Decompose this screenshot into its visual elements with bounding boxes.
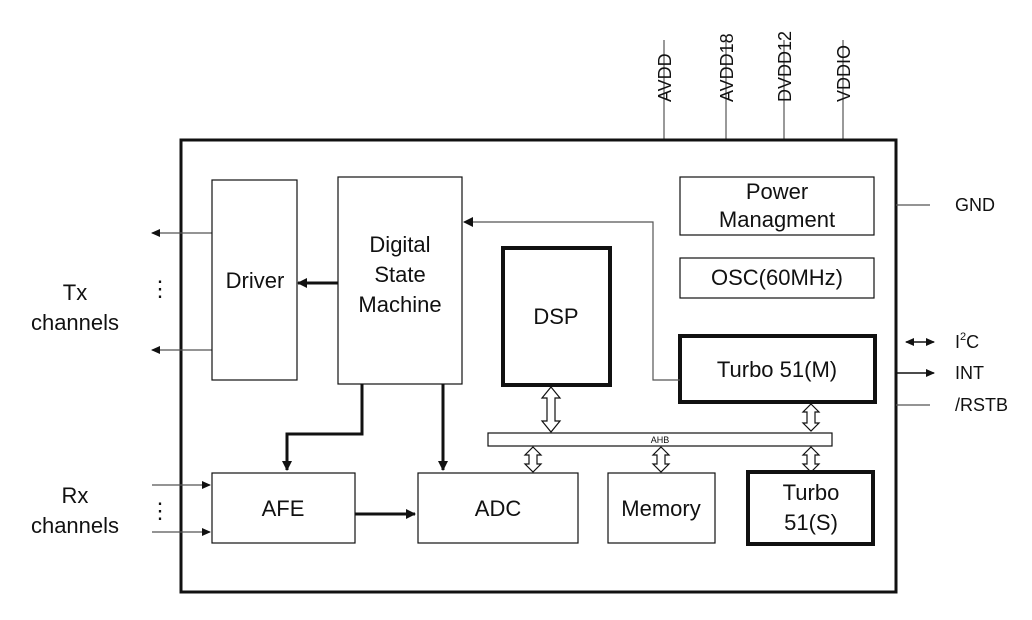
ahb-bus (487, 432, 833, 447)
gnd-label: GND (955, 195, 995, 215)
dsp-block (501, 246, 612, 387)
driver-block (211, 179, 298, 381)
right-pins (896, 204, 935, 406)
memory-bus-connector (651, 446, 671, 473)
supply-label-vddio: VDDIO (834, 45, 854, 102)
adc-bus-connector (523, 446, 543, 473)
tx-channel-lines (151, 229, 212, 354)
tx-channels-label-2: channels (31, 310, 119, 335)
bus-connectors (523, 386, 821, 473)
supply-label-dvdd12: DVDD12 (775, 31, 795, 102)
rx-channel-lines (152, 481, 211, 536)
supply-pins: AVDD AVDD18 DVDD12 VDDIO (655, 31, 854, 140)
dsp-bus-connector (540, 386, 562, 433)
rx-ellipsis: ⋮ (149, 498, 171, 523)
turbo-51s-label-2: 51(S) (784, 510, 838, 535)
tx-channels-label: Tx (63, 280, 87, 305)
supply-label-avdd: AVDD (655, 53, 675, 102)
digital-state-machine-block (337, 176, 463, 385)
afe-block (211, 472, 356, 544)
turbo-51s-block (746, 470, 875, 546)
power-management-block (679, 176, 875, 236)
afe-label: AFE (262, 496, 305, 521)
driver-label: Driver (226, 268, 285, 293)
memory-label: Memory (621, 496, 700, 521)
ahb-label: AHB (651, 435, 670, 445)
adc-block (417, 472, 579, 544)
osc-label: OSC(60MHz) (711, 265, 843, 290)
dsp-label: DSP (533, 304, 578, 329)
turbo-to-dsm-path (463, 217, 680, 381)
rstb-label: /RSTB (955, 395, 1008, 415)
memory-block (607, 472, 716, 544)
dsm-to-afe-arrow (282, 384, 364, 471)
turbo-51s-label-1: Turbo (783, 480, 840, 505)
osc-block (679, 257, 875, 299)
dsm-label-3: Machine (358, 292, 441, 317)
turbo-m-bus-connector (801, 403, 821, 432)
dsm-label-1: Digital (369, 232, 430, 257)
turbo-51m-label: Turbo 51(M) (717, 357, 837, 382)
power-label-2: Managment (719, 207, 835, 232)
rx-channels-label: Rx (62, 483, 89, 508)
i2c-label: I2C (955, 331, 979, 352)
turbo-51m-block (678, 334, 877, 404)
tx-ellipsis: ⋮ (149, 276, 171, 301)
int-label: INT (955, 363, 984, 383)
rx-channels-label-2: channels (31, 513, 119, 538)
adc-label: ADC (475, 496, 522, 521)
supply-label-avdd18: AVDD18 (717, 33, 737, 102)
power-label-1: Power (746, 179, 808, 204)
dsm-label-2: State (374, 262, 425, 287)
